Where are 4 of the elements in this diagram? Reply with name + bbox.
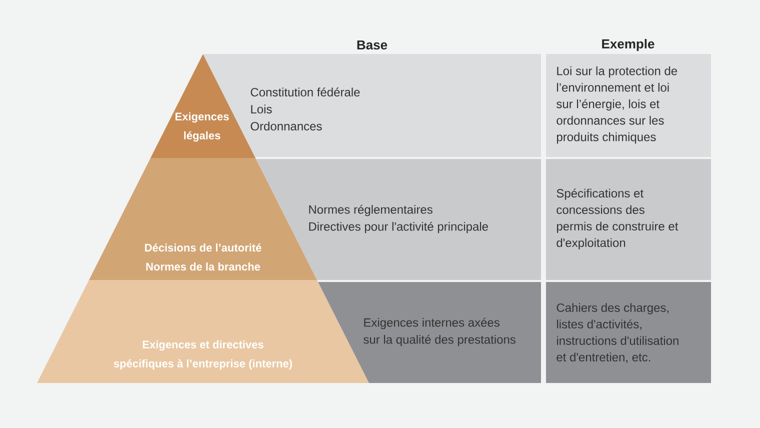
table-cell: Exigences internes axées sur la qualité des prestations xyxy=(318,282,541,383)
table-cell: Loi sur la protection de l’environnement et loi sur l’énergie, lois et ordonnances sur les produits chimiques xyxy=(546,54,711,157)
table-cell: Spécifications et concessions des permis de construire et d'exploitation xyxy=(546,159,711,280)
table-cell: Cahiers des charges, listes d'activités, instructions d'utilisation et d'entretien, etc. xyxy=(546,282,711,383)
